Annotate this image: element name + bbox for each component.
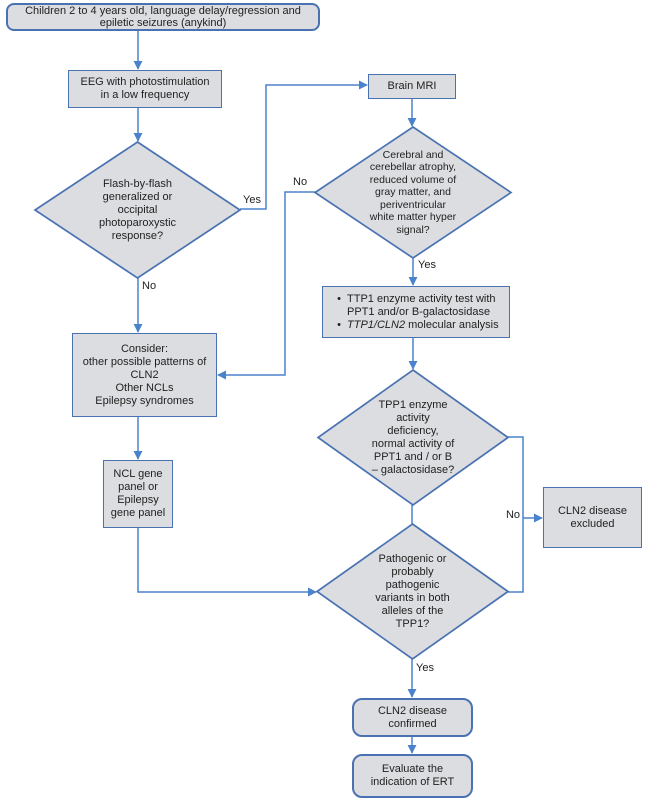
decision-mri-text: Cerebral and cerebellar atrophy, reduced…	[369, 148, 457, 236]
decision-tpp1-text: TPP1 enzyme activity deficiency, normal …	[371, 398, 455, 476]
bullet-icon: •	[337, 318, 341, 331]
decision-variants-shape	[315, 522, 510, 661]
decision-mri-shape	[313, 125, 513, 260]
node-eeg: EEG with photostimulation in a low frequ…	[68, 70, 222, 108]
node-tests: • TTP1 enzyme activity test with PPT1 an…	[322, 286, 510, 338]
label-flash-no: No	[142, 280, 157, 292]
node-start: Children 2 to 4 years old, language dela…	[6, 3, 320, 31]
label-mri-no: No	[293, 176, 308, 188]
decision-flash-shape	[33, 140, 242, 280]
node-evaluate: Evaluate the indication of ERT	[352, 754, 473, 798]
tests-item-1: • TTP1 enzyme activity test with PPT1 an…	[331, 293, 503, 319]
tests-item-2-gene: TTP1/CLN2	[347, 318, 406, 331]
edge-flash-yes-to-brain-mri	[240, 80, 368, 210]
node-excluded: CLN2 disease excluded	[543, 487, 642, 548]
edge-mri-no-to-consider	[217, 191, 315, 380]
label-tpp1-no: No	[505, 509, 520, 521]
label-mri-yes: Yes	[418, 259, 436, 271]
edge-no-rail	[506, 436, 524, 593]
tests-item-2-text: TTP1/CLN2 molecular analysis	[347, 319, 499, 332]
label-flash-yes: Yes	[243, 194, 261, 206]
node-gene-panel: NCL gene panel or Epilepsy gene panel	[103, 460, 173, 528]
decision-variants-text: Pathogenic or probably pathogenic varian…	[375, 552, 450, 630]
node-confirmed: CLN2 disease confirmed	[352, 698, 473, 737]
tests-item-2: • TTP1/CLN2 molecular analysis	[331, 319, 503, 332]
tests-item-2-rest: molecular analysis	[405, 318, 499, 331]
tests-item-1-text: TTP1 enzyme activity test with PPT1 and/…	[347, 292, 496, 318]
edge-gene-panel-to-variants-decision	[137, 528, 317, 597]
node-consider: Consider: other possible patterns of CLN…	[72, 333, 217, 417]
bullet-icon: •	[337, 292, 341, 305]
decision-tpp1-shape	[316, 368, 510, 507]
decision-flash-text: Flash-by-flash generalized or occipital …	[98, 177, 177, 242]
label-variants-yes: Yes	[416, 662, 434, 674]
node-brain-mri: Brain MRI	[368, 74, 456, 99]
